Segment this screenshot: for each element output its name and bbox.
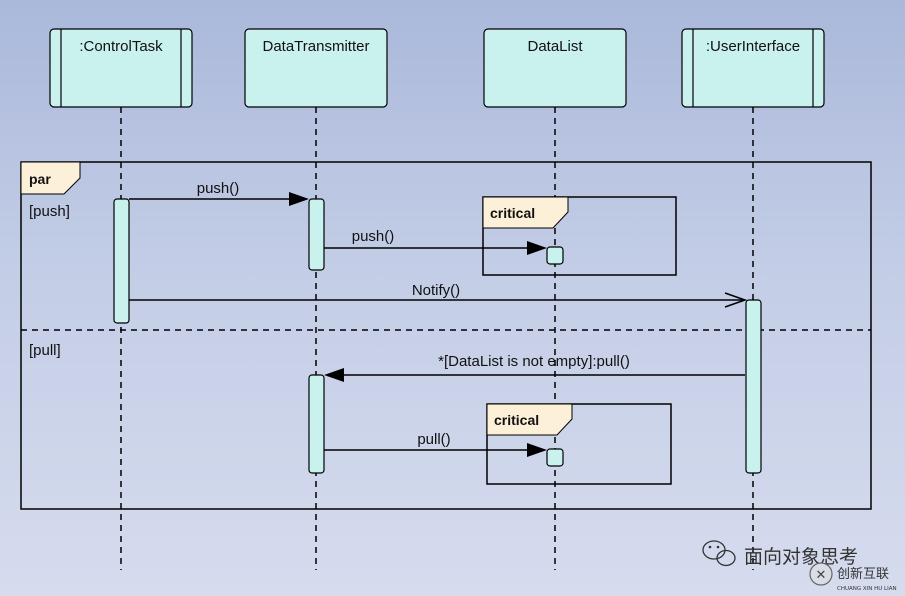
message-label-push-1: push() xyxy=(197,180,240,197)
par-fragment: par [push] [pull] xyxy=(20,161,872,510)
guard-pull: [pull] xyxy=(29,342,61,359)
watermark: 面向对象思考 ✕ 创新互联 CHUANG XIN HU LIAN xyxy=(702,540,897,592)
lifeline-label-controltask: :ControlTask xyxy=(79,38,163,55)
activation-datalist-1 xyxy=(546,246,564,265)
lifeline-lines xyxy=(120,107,754,570)
activation-userinterface xyxy=(745,299,762,474)
watermark-brand-sub: CHUANG XIN HU LIAN xyxy=(837,586,897,592)
lifeline-label-datatransmitter: DataTransmitter xyxy=(263,38,370,55)
lifeline-head-userinterface[interactable]: :UserInterface xyxy=(681,28,825,108)
message-label-notify: Notify() xyxy=(412,282,460,299)
svg-text:✕: ✕ xyxy=(816,568,827,583)
lifeline-head-controltask[interactable]: :ControlTask xyxy=(49,28,193,108)
activation-datalist-2 xyxy=(546,448,564,467)
watermark-account: 面向对象思考 xyxy=(744,546,858,568)
lifeline-head-datalist[interactable]: DataList xyxy=(483,28,627,108)
lifeline-head-datatransmitter[interactable]: DataTransmitter xyxy=(244,28,388,108)
message-notify[interactable]: Notify() xyxy=(129,282,748,308)
message-pull[interactable]: pull() xyxy=(324,431,547,457)
guard-push: [push] xyxy=(29,203,70,220)
message-push-2[interactable]: push() xyxy=(324,228,547,255)
activation-datatransmitter-2 xyxy=(308,374,325,474)
brand-logo-icon: ✕ xyxy=(809,562,833,586)
par-operator: par xyxy=(29,171,51,187)
message-label-pull-request: *[DataList is not empty]:pull() xyxy=(438,353,630,370)
par-tag-box xyxy=(20,161,81,195)
critical-region-2: critical xyxy=(486,403,672,485)
message-push-1[interactable]: push() xyxy=(129,180,309,206)
activation-bars xyxy=(113,198,762,474)
critical-label-2: critical xyxy=(494,412,539,428)
critical-region-1: critical xyxy=(482,196,677,276)
wechat-icon xyxy=(702,540,736,567)
critical-label-1: critical xyxy=(490,205,535,221)
message-label-push-2: push() xyxy=(352,228,395,245)
lifeline-label-datalist: DataList xyxy=(527,38,583,55)
message-pull-request[interactable]: *[DataList is not empty]:pull() xyxy=(324,353,745,382)
watermark-brand: 创新互联 xyxy=(837,566,889,582)
lifeline-label-userinterface: :UserInterface xyxy=(706,38,800,55)
activation-controltask xyxy=(113,198,130,324)
activation-datatransmitter-1 xyxy=(308,198,325,271)
message-label-pull: pull() xyxy=(417,431,450,448)
